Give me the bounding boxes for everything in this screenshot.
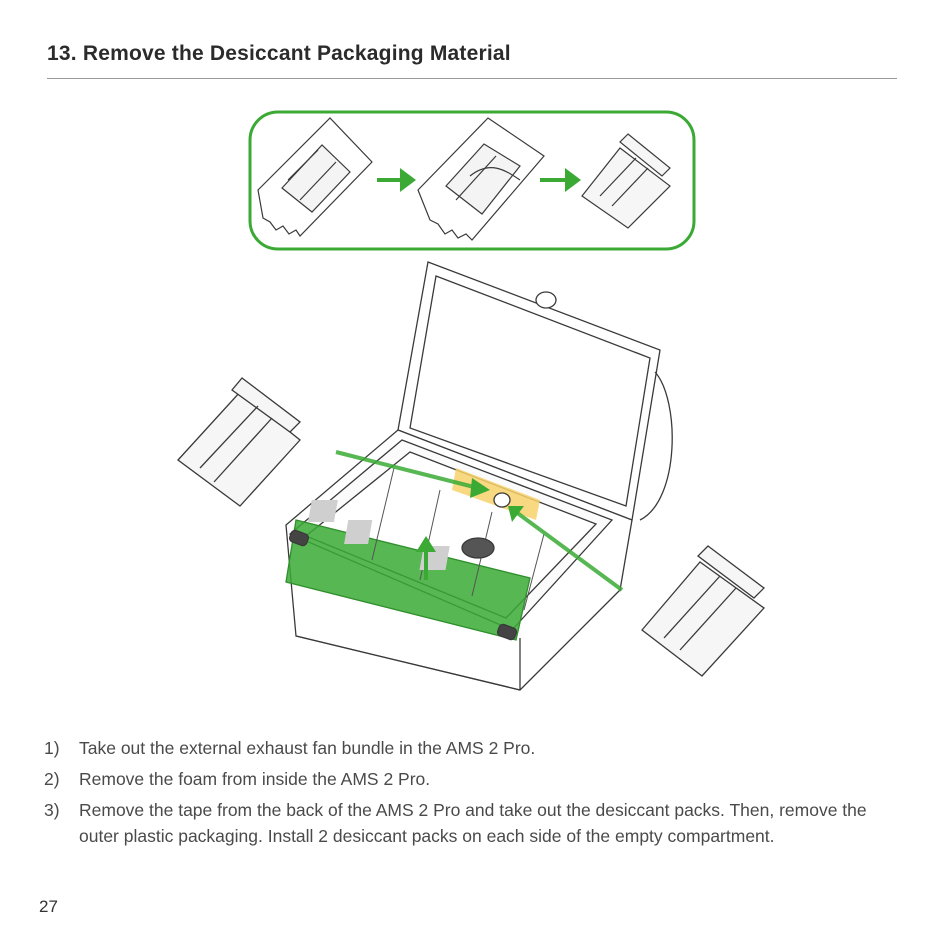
ams-2-pro-illustration: [285, 261, 673, 691]
list-item: 2) Remove the foam from inside the AMS 2…: [44, 766, 904, 792]
step-number: 1): [44, 738, 60, 758]
step-text: Take out the external exhaust fan bundle…: [79, 738, 536, 758]
step-number: 2): [44, 769, 60, 789]
desiccant-pack-icon: [177, 377, 301, 507]
desiccant-pack-icon: [581, 133, 671, 229]
arrow-right-icon: [540, 168, 581, 192]
list-item: 1) Take out the external exhaust fan bun…: [44, 735, 904, 761]
opening-desiccant-pack-icon: [417, 117, 545, 241]
title-divider: [47, 78, 897, 79]
wrapped-desiccant-pack-icon: [257, 117, 373, 237]
step-text: Remove the foam from inside the AMS 2 Pr…: [79, 769, 431, 789]
guide-arrows: [335, 450, 624, 592]
ams-illustration: [177, 110, 765, 691]
arrow-right-icon: [377, 168, 416, 192]
step-number: 3): [44, 800, 60, 820]
page-title: 13. Remove the Desiccant Packaging Mater…: [47, 42, 511, 65]
instruction-list: 1) Take out the external exhaust fan bun…: [44, 735, 904, 854]
step-text: Remove the tape from the back of the AMS…: [79, 800, 867, 846]
desiccant-pack-icon: [641, 545, 765, 677]
unpacking-sequence: [248, 110, 696, 251]
page-number: 27: [39, 897, 58, 916]
list-item: 3) Remove the tape from the back of the …: [44, 797, 904, 849]
